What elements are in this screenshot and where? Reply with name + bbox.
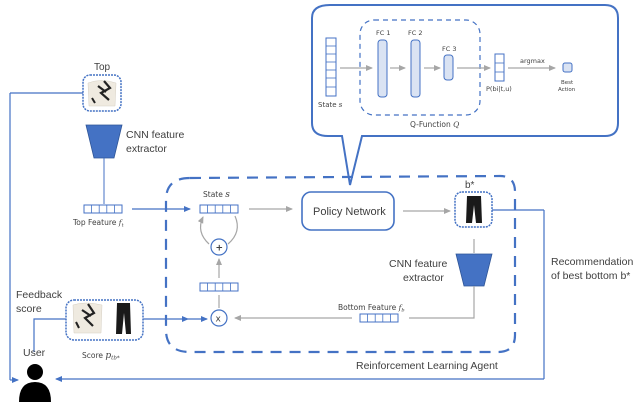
agent-intermediate-vector (199, 282, 239, 292)
rl-agent-label: Reinforcement Learning Agent (356, 360, 498, 372)
times-symbol: x (216, 315, 222, 325)
fc1-label: FC 1 (376, 29, 390, 37)
argmax-label: argmax (520, 57, 545, 65)
q-function-title: Q-Function Q (410, 120, 459, 129)
fc2-label: FC 2 (408, 29, 422, 37)
bottom-feature-label: Bottom Feature fb (338, 303, 405, 314)
top-feature-vector (83, 204, 123, 214)
connector-cnn-bottomfeature (409, 286, 475, 319)
fc2-layer (410, 39, 421, 98)
rl-agent-box (164, 174, 517, 354)
fc1-layer (377, 39, 388, 98)
outfit-image (65, 299, 144, 341)
recommendation-label-2: of best bottom b* (551, 270, 630, 282)
best-action-box (562, 62, 573, 73)
q-output-vector (494, 53, 505, 82)
b-star-image (454, 191, 493, 228)
bottom-feature-vector (359, 313, 399, 323)
feedback-label-1: Feedback (16, 289, 63, 301)
fc3-layer (443, 54, 454, 81)
score-label: Score ptb* (82, 351, 120, 362)
plus-node (210, 238, 228, 256)
loop-arrow-left (197, 216, 210, 245)
user-icon (19, 364, 51, 402)
top-feature-label: Top Feature ft (72, 218, 125, 229)
top-image (82, 74, 122, 112)
callout-bubble (311, 4, 619, 186)
best-action-label-1: Best (561, 80, 574, 86)
top-label: Top (94, 62, 111, 73)
top-cnn-label-2: extractor (126, 143, 167, 155)
policy-network-label: Policy Network (313, 206, 386, 218)
bottom-cnn-label-2: extractor (403, 272, 444, 284)
plus-symbol: + (216, 244, 224, 254)
agent-state-vector (199, 204, 239, 214)
best-action-label-2: Action (558, 87, 576, 93)
connector-user-outfit (33, 318, 66, 352)
top-cnn-extractor (85, 124, 123, 159)
bottom-cnn-label-1: CNN feature (389, 258, 448, 270)
loop-arc-right (227, 215, 238, 245)
user-label: User (23, 347, 46, 359)
policy-network-box (301, 191, 395, 231)
q-state-vector (325, 37, 337, 97)
q-function-callout: State s FC 1 FC 2 FC 3 P(bi|t,u) argmax … (311, 4, 619, 186)
q-output-label: P(bi|t,u) (486, 85, 512, 93)
recommendation-label-1: Recommendation (551, 256, 633, 268)
fc3-label: FC 3 (442, 45, 456, 53)
agent-state-label: State s (203, 190, 230, 200)
b-star-label: b* (465, 180, 475, 191)
top-cnn-label-1: CNN feature (126, 129, 185, 141)
feedback-label-2: score (16, 303, 42, 315)
bottom-cnn-extractor (455, 253, 493, 287)
q-state-label: State s (318, 101, 343, 109)
times-node (210, 309, 228, 327)
